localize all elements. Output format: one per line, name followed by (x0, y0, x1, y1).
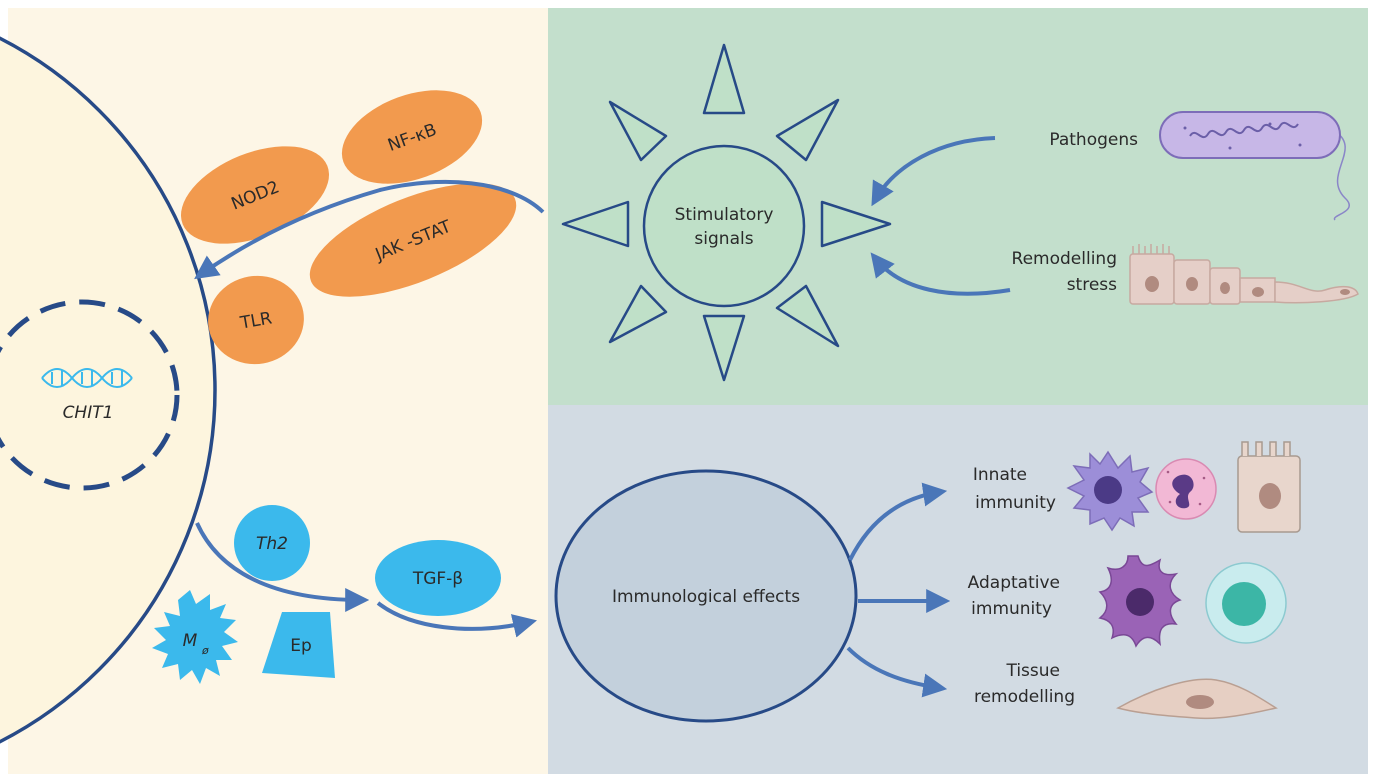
adaptive-dendritic-icon (1098, 555, 1182, 648)
macrophage-burst (152, 590, 238, 684)
gene-label: CHIT1 (63, 403, 114, 423)
epithelial-cell-icon (1237, 441, 1301, 533)
cell-membrane (0, 36, 217, 744)
nucleus-membrane (0, 299, 180, 491)
adaptive-label-1: Adaptative (968, 573, 1060, 593)
tgfb-oval (375, 540, 501, 616)
epithelial-cells-icon (1129, 244, 1359, 305)
tgfb-label: TGF-β (412, 569, 463, 589)
lymphocyte-icon (1205, 562, 1287, 644)
jakstat-oval: JAK -STAT (309, 183, 517, 297)
nfkb-oval: NF-κB (341, 90, 483, 184)
bacterium-icon (1159, 111, 1350, 221)
signal-to-cell-arrow (194, 179, 545, 280)
tissue-label-1: Tissue (1005, 661, 1060, 681)
th2-cell (234, 505, 310, 581)
dna-icon (41, 368, 133, 388)
tissue-label-2: remodelling (974, 687, 1075, 707)
tlr-oval: TLR (208, 275, 304, 365)
cell-to-tgfb-arrow (195, 522, 370, 612)
immunological-label: Immunological effects (612, 587, 800, 607)
macrophage-label-main: M (183, 631, 198, 651)
innate-arrow (848, 482, 948, 561)
innate-label-1: Innate (973, 465, 1027, 485)
dendritic-cell-icon (1066, 450, 1154, 532)
stimulatory-signals-sun (561, 43, 892, 382)
tissue-arrow (846, 646, 948, 698)
remodelling-label-2: stress (1067, 275, 1117, 295)
pathogens-arrow (871, 136, 996, 207)
nod2-oval: NOD2 (180, 146, 330, 244)
remodelling-label-1: Remodelling (1012, 249, 1117, 269)
ep-cell (262, 612, 335, 678)
fibroblast-icon (1116, 678, 1278, 720)
stimulatory-signals-circle (642, 144, 806, 308)
stimulatory-label-1: Stimulatory (675, 205, 774, 225)
ep-label: Ep (290, 636, 312, 656)
adaptive-label-2: immunity (971, 599, 1052, 619)
th2-label: Th2 (256, 534, 288, 554)
immunological-effects-oval (554, 469, 858, 723)
stimulatory-label-2: signals (694, 229, 753, 249)
tgfb-to-effects-arrow (376, 601, 538, 638)
neutrophil-icon (1155, 458, 1217, 520)
macrophage-subscript: ø (201, 644, 209, 657)
innate-label-2: immunity (975, 493, 1056, 513)
remodelling-arrow (870, 252, 1011, 296)
pathogens-label: Pathogens (1049, 130, 1138, 150)
